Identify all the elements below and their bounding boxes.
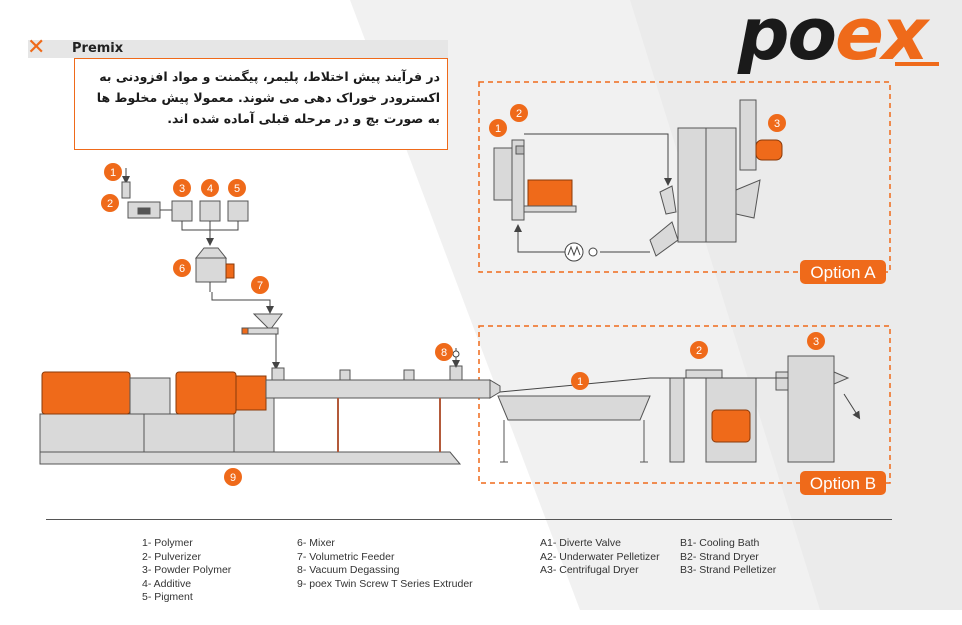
legend-item: 4- Additive: [142, 577, 192, 590]
underwater-pelletizer: [523, 179, 577, 213]
feed-boxes: [171, 200, 249, 222]
legend-item: 5- Pigment: [142, 591, 193, 603]
logo-underline: [895, 62, 939, 66]
option-b-label: Option B: [810, 474, 876, 493]
legend-item: A1- Diverte Valve: [540, 537, 621, 549]
logo-main: po: [738, 0, 837, 76]
legend-divider: [46, 519, 892, 520]
legend-item: B3- Strand Pelletizer: [680, 564, 777, 576]
svg-text:2: 2: [696, 345, 702, 357]
water-loop: [524, 133, 672, 186]
legend-col-3: A1- Diverte Valve A2- Underwater Pelleti…: [540, 537, 660, 578]
extruder-motor: [41, 371, 267, 415]
extruder-markers: 8 9: [224, 343, 453, 486]
option-b-tag: [800, 471, 886, 495]
svg-text:2: 2: [107, 198, 113, 210]
pump-icon: [564, 242, 584, 262]
valve-icon: [588, 247, 598, 257]
volumetric-feeder: [241, 313, 283, 335]
legend-item: 3- Powder Polymer: [142, 564, 232, 576]
extruder-supports: [337, 398, 441, 452]
legend-col-1: 1- Polymer 2- Pulverizer 3- Powder Polym…: [142, 537, 231, 605]
option-a-label: Option A: [810, 263, 876, 282]
mixer: [194, 247, 235, 292]
legend-item: A2- Underwater Pelletizer: [540, 550, 660, 563]
legend-item: 9- poex Twin Screw T Series Extruder: [297, 577, 473, 590]
cooling-bath: [497, 395, 651, 463]
svg-text:3: 3: [774, 118, 780, 130]
svg-text:1: 1: [577, 376, 583, 388]
pulverizer: [121, 168, 161, 219]
legend-item: A3- Centrifugal Dryer: [540, 564, 639, 576]
header-bar: [28, 40, 448, 58]
svg-text:1: 1: [495, 123, 501, 135]
poex-logo: poex: [738, 0, 953, 74]
option-b-box: [478, 325, 891, 484]
legend-item: 2- Pulverizer: [142, 550, 201, 563]
premix-description: در فرآیند پیش اختلاط، پلیمر، پیگمنت و مو…: [96, 69, 440, 126]
mixer-to-feeder: [211, 292, 274, 314]
option-a-box: [478, 81, 891, 273]
legend-item: 8- Vacuum Degassing: [297, 564, 400, 576]
option-b-markers: 1 2 3: [571, 332, 825, 390]
legend-col-4: B1- Cooling Bath B2- Strand Dryer B3- St…: [680, 537, 776, 578]
svg-text:7: 7: [257, 280, 263, 292]
premix-markers: 1 2 3 4 5 6 7: [101, 163, 269, 294]
legend-item: 1- Polymer: [142, 537, 193, 549]
diverter-valve: [493, 139, 525, 221]
option-a-tag: [800, 260, 886, 284]
svg-text:9: 9: [230, 472, 236, 484]
legend-item: 6- Mixer: [297, 537, 335, 549]
svg-text:8: 8: [441, 347, 447, 359]
premix-title: Premix: [72, 41, 124, 56]
svg-text:3: 3: [813, 336, 819, 348]
svg-text:5: 5: [234, 183, 240, 195]
svg-text:1: 1: [110, 167, 116, 179]
strand-dryer: [669, 369, 757, 463]
extruder-barrel: [265, 365, 501, 399]
option-a-markers: 1 2 3: [489, 104, 786, 137]
strand-pelletizer: [775, 355, 861, 463]
svg-text:6: 6: [179, 263, 185, 275]
logo-accent: ex: [835, 0, 928, 76]
legend-item: B1- Cooling Bath: [680, 537, 760, 549]
legend-item: B2- Strand Dryer: [680, 550, 759, 563]
centrifugal-dryer: [649, 99, 783, 257]
extruder-base: [39, 391, 462, 465]
x-mark-icon: ✕: [27, 35, 46, 60]
strand-line: [499, 377, 788, 393]
legend-col-2: 6- Mixer 7- Volumetric Feeder 8- Vacuum …: [297, 537, 473, 591]
legend-item: 7- Volumetric Feeder: [297, 550, 395, 563]
svg-text:4: 4: [207, 183, 213, 195]
svg-text:3: 3: [179, 183, 185, 195]
svg-text:2: 2: [516, 108, 522, 120]
premix-description-box: [74, 58, 448, 150]
